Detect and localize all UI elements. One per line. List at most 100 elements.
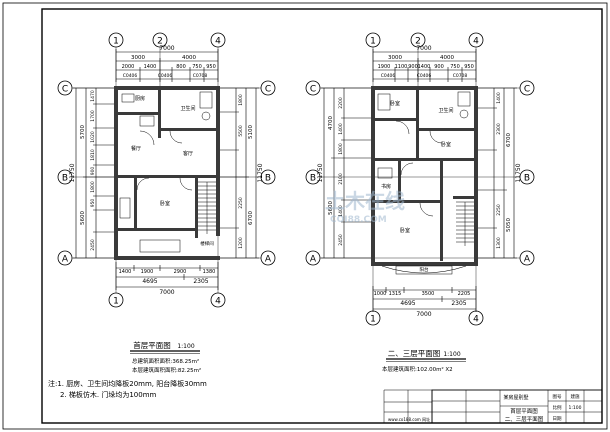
axis-label: 1 [370, 37, 376, 47]
inner-frame [41, 8, 603, 424]
room-label: 卧室 [390, 100, 400, 107]
dim-text: 1380 [203, 269, 216, 275]
right-dim-ticks [218, 87, 259, 259]
area-note: 本层建筑面积面积:82.25m² [132, 366, 201, 374]
axis-label: 4 [473, 37, 479, 47]
dim-text: 5600 [80, 211, 86, 225]
top-dim-ticks [372, 49, 477, 82]
room-label: 卧室 [400, 227, 410, 234]
dim-text: 2450 [338, 234, 344, 246]
signature-strip: www.co188.com 网址 [383, 389, 433, 424]
axis-label: C [265, 85, 271, 95]
area-note: 总建筑面积面积:368.25m² [132, 357, 199, 365]
dim-text: 1020 [90, 131, 96, 143]
dim-text: 2205 [458, 291, 471, 297]
room-label: 卫生间 [180, 105, 195, 112]
top-dim-lines [373, 51, 476, 80]
axis-label: 1 [113, 297, 119, 307]
dim-text: 7000 [159, 45, 174, 52]
dim-text: 5700 [80, 125, 86, 139]
dim-text: 1400 [119, 269, 132, 275]
dim-text: 1810 [90, 149, 96, 161]
plan-scale: 1:100 [177, 343, 194, 350]
axis-label: A [310, 255, 317, 265]
staircase [198, 181, 216, 234]
walls [114, 86, 220, 260]
dim-text: 4695 [400, 300, 415, 307]
left-dim-ticks [73, 87, 116, 259]
area-note: 本层建筑面积:102.00m² X2 [382, 365, 453, 373]
dim-text: 6700 [506, 133, 512, 147]
dim-text: 4695 [142, 278, 157, 285]
bottom-dim-lines [116, 267, 218, 288]
dim-text: 7000 [416, 311, 431, 318]
dim-text: 3500 [422, 291, 435, 297]
dim-text: 2305 [193, 278, 208, 285]
dim-text: 5100 [248, 125, 254, 139]
room-label: 卧室 [441, 141, 451, 148]
window-code: C0406 [158, 73, 173, 79]
dim-text: 5500 [238, 125, 244, 137]
window-code: C0406 [417, 73, 432, 79]
watermark-text: 土木在线 [325, 189, 405, 213]
dim-text: 800 [176, 64, 186, 70]
axis-label: A [62, 255, 69, 265]
axis-label: A [265, 255, 272, 265]
dim-text: 2250 [238, 197, 244, 209]
dim-text: 900 [434, 64, 444, 70]
axis-label: 4 [215, 297, 221, 307]
plan-title: 二、三层平面图 [388, 349, 441, 358]
dim-text: 1400 [338, 123, 344, 135]
dim-text: 1315 [389, 291, 402, 297]
axis-label: 4 [215, 37, 221, 47]
general-note: 2. 梯板仿木. 门垛均为100mm [60, 390, 157, 399]
dim-text: 1400 [418, 64, 431, 70]
left-dim-lines [75, 88, 97, 258]
dim-text: 2300 [496, 123, 502, 135]
window-code: C0406 [381, 73, 396, 79]
dim-text: 2250 [496, 204, 502, 216]
plan-scale: 1:100 [443, 351, 460, 358]
axis-label: B [62, 174, 68, 184]
axis-label: 2 [415, 37, 421, 47]
bottom-dim-lines [373, 289, 476, 310]
dim-text: 1200 [238, 237, 244, 249]
dim-text: 1800 [238, 94, 244, 106]
dim-text: 1400 [496, 92, 502, 104]
watermark: 土木在线 COI88.COM [325, 189, 405, 225]
left-dim-ticks [321, 87, 373, 259]
title-cell: 比例 [553, 404, 562, 411]
axis-label: B [524, 174, 530, 184]
room-label: 厨房 [135, 95, 145, 102]
left-dim-lines [323, 88, 345, 258]
dim-text: 5050 [506, 218, 512, 232]
general-note: 注:1. 厨房、卫生间均降板20mm, 阳台降板30mm [48, 379, 207, 388]
dim-text: 1400 [338, 205, 344, 217]
room-label: 餐厅 [131, 145, 141, 152]
staircase [456, 201, 474, 246]
room-label: 客厅 [183, 150, 193, 157]
room-label: 阳台 [420, 266, 429, 273]
right-dim-lines [493, 88, 515, 258]
room-label: 卫生间 [438, 107, 453, 114]
room-label: 书房 [381, 183, 391, 190]
dim-text: 950 [90, 199, 96, 208]
axis-label: 4 [473, 315, 479, 325]
window-code: C0406 [123, 73, 138, 79]
plan-upper-floors: 1 2 4 1 4 C B A C B A 7000 3000 4000 190… [305, 32, 535, 373]
dim-text: 7000 [416, 45, 431, 52]
right-dim-lines [235, 88, 257, 258]
dim-text: 750 [192, 64, 202, 70]
dim-text: 3000 [388, 55, 402, 61]
dim-text: 950 [464, 64, 474, 70]
right-dim-ticks [476, 87, 517, 259]
dim-text: 11750 [69, 163, 76, 182]
dim-text: 2200 [338, 97, 344, 109]
plan-title: 首层平面图 [133, 340, 171, 350]
dim-text: 5600 [328, 201, 334, 215]
bottom-dim-ticks [372, 286, 477, 312]
plan-ground-floor: 1 2 4 1 4 C B A C B A 7000 3000 4000 200… [57, 32, 276, 374]
dim-text: 2450 [90, 239, 96, 251]
dim-text: 2100 [338, 173, 344, 185]
